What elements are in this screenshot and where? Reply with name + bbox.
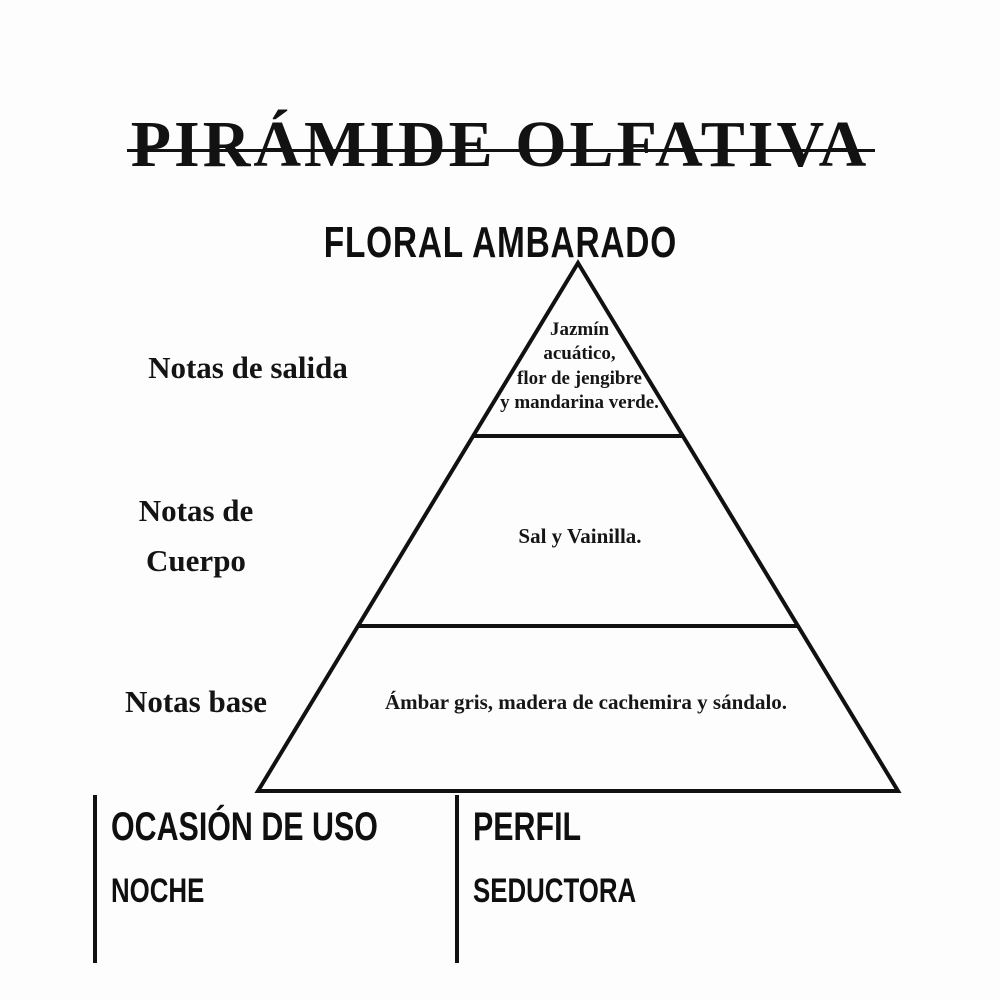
fragrance-family-heading: FLORAL AMBARADO bbox=[323, 218, 677, 267]
label-base-notes: Notas base bbox=[124, 684, 268, 719]
top-notes-text: Jazmín acuático, flor de jengibre y mand… bbox=[500, 319, 659, 413]
title-underline bbox=[127, 149, 875, 152]
label-heart-notes: Notas de Cuerpo bbox=[138, 493, 254, 578]
pyramid-outline bbox=[254, 259, 902, 793]
occasion-label: OCASIÓN DE USO bbox=[111, 805, 378, 849]
footer-occasion-section: OCASIÓN DE USO NOCHE bbox=[93, 795, 441, 963]
occasion-value: NOCHE bbox=[111, 872, 205, 910]
profile-value: SEDUCTORA bbox=[473, 872, 637, 910]
base-notes-text: Ámbar gris, madera de cachemira y sándal… bbox=[384, 690, 788, 714]
profile-label: PERFIL bbox=[473, 805, 582, 849]
footer-profile-section: PERFIL SEDUCTORA bbox=[455, 795, 803, 963]
fragrance-family-heading-wrap: FLORAL AMBARADO bbox=[0, 218, 1000, 268]
page-title: PIRÁMIDE OLFATIVA bbox=[130, 108, 870, 182]
label-top-notes: Notas de salida bbox=[148, 350, 348, 385]
heart-notes-text: Sal y Vainilla. bbox=[518, 524, 642, 548]
